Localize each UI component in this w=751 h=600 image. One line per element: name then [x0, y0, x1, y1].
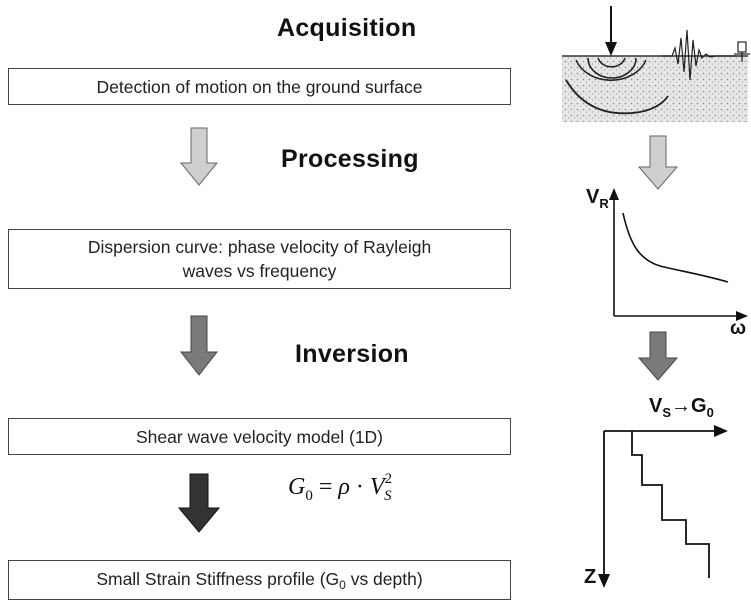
dispersion-plot [609, 188, 748, 321]
flow-arrow-dark-left [177, 473, 221, 533]
detection-text: Detection of motion on the ground surfac… [96, 77, 423, 97]
dispersion-x-label: ω [730, 318, 747, 339]
stage-title-inversion: Inversion [295, 340, 409, 368]
profile-z-label: Z [584, 566, 597, 588]
stiffness-formula: G0 = ρ · V2S [288, 471, 393, 504]
profile-title: VS→G0 [649, 395, 714, 420]
dispersion-curve [622, 212, 729, 283]
acquisition-illustration [562, 6, 750, 122]
detection-box: Detection of motion on the ground surfac… [8, 68, 511, 105]
dispersion-y-label: VR [586, 186, 609, 211]
stiffness-text: Small Strain Stiffness profile (G0 vs de… [96, 569, 423, 592]
shear-model-box: Shear wave velocity model (1D) [8, 418, 511, 455]
flow-arrow-mid-right [637, 331, 679, 381]
flow-arrow-light-left [179, 127, 219, 186]
flow-arrow-light-right [637, 135, 679, 190]
shear-model-text: Shear wave velocity model (1D) [135, 427, 384, 447]
dispersion-box: Dispersion curve: phase velocity of Rayl… [8, 229, 511, 289]
dispersion-text-line2: waves vs frequency [182, 261, 337, 281]
dispersion-text-line1: Dispersion curve: phase velocity of Rayl… [87, 237, 432, 257]
vs-step-profile [631, 431, 710, 578]
flow-arrow-mid-left [179, 315, 219, 376]
stage-title-acquisition: Acquisition [277, 14, 417, 42]
stage-title-processing: Processing [281, 145, 419, 173]
velocity-profile-plot [598, 425, 728, 588]
